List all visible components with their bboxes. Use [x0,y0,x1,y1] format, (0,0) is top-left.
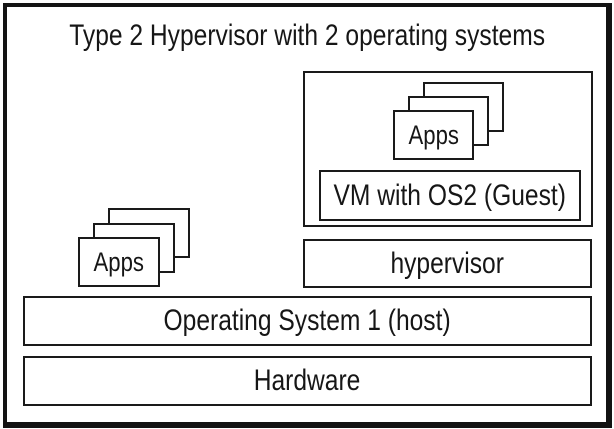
hypervisor-box: hypervisor [303,239,592,288]
host-apps-label: Apps [93,246,145,277]
diagram-title-text: Type 2 Hypervisor with 2 operating syste… [69,19,545,52]
guest-apps-label: Apps [408,119,459,150]
hypervisor-label: hypervisor [390,246,505,280]
vm-os2-guest-label: VM with OS2 (Guest) [333,178,567,212]
operating-system-host-box: Operating System 1 (host) [23,296,592,346]
hardware-box: Hardware [23,356,592,406]
diagram-title: Type 2 Hypervisor with 2 operating syste… [0,21,614,51]
host-apps-card-front: Apps [78,237,160,287]
hardware-label: Hardware [254,364,361,397]
guest-apps-card-front: Apps [393,110,474,160]
vm-os2-guest-box: VM with OS2 (Guest) [319,170,581,221]
operating-system-host-label: Operating System 1 (host) [163,304,452,337]
